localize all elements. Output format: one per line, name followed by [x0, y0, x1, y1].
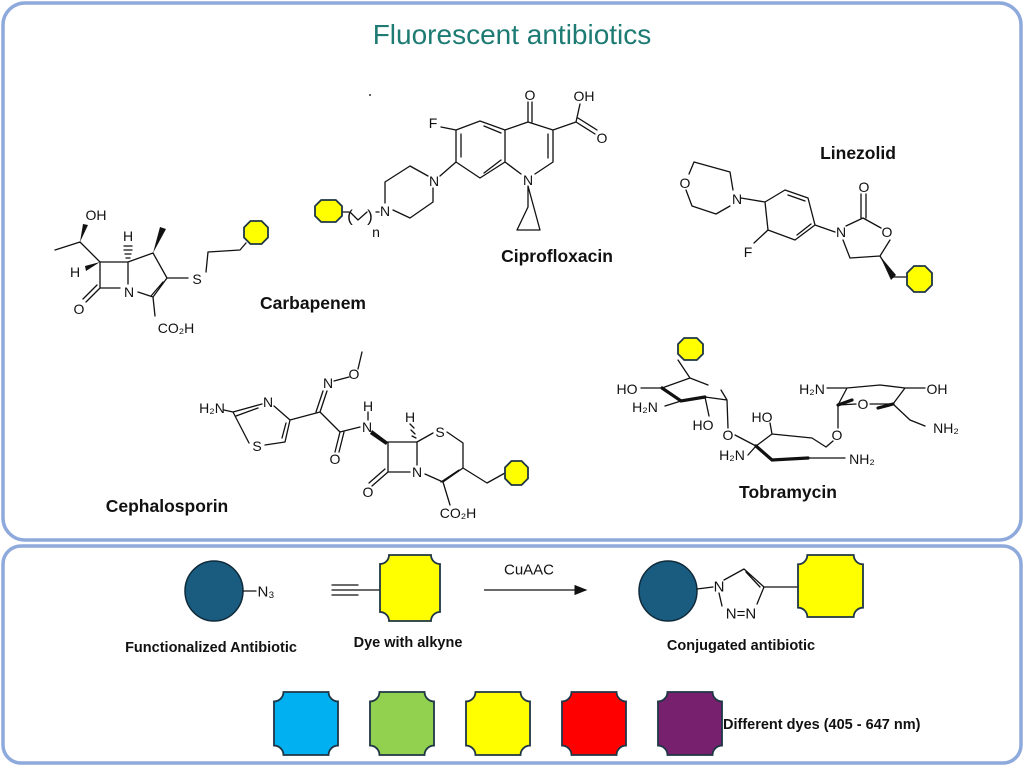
atom-label: N — [380, 203, 390, 219]
tobramycin-label: Tobramycin — [739, 482, 837, 502]
dye-icon — [314, 199, 343, 223]
figure-title: Fluorescent antibiotics — [373, 19, 652, 50]
atom-label: HO — [752, 409, 773, 425]
antibiotic-circle-icon — [638, 560, 698, 622]
carbapenem-structure: OH H H O N S CO₂H — [54, 207, 269, 336]
atom-label: N — [412, 464, 422, 480]
linezolid-label: Linezolid — [820, 143, 896, 163]
atom-label: S — [192, 271, 201, 287]
atom-label: O — [859, 179, 870, 195]
atom-label: O — [525, 87, 536, 103]
atom-label: NH₂ — [849, 451, 875, 467]
atom-label: N — [732, 191, 742, 207]
atom-label: n — [372, 224, 380, 240]
cephalosporin-label: Cephalosporin — [106, 496, 229, 516]
atom-label: NH₂ — [933, 420, 959, 436]
dye-icon — [379, 554, 441, 622]
atom-label: O — [330, 451, 341, 467]
atom-label: ( — [347, 207, 353, 226]
atom-label: OH — [86, 207, 107, 223]
atom-label: H₂N — [719, 447, 745, 463]
atom-label: O — [363, 484, 374, 500]
atom-label: HO — [693, 417, 714, 433]
atom-label: O — [832, 427, 843, 443]
atom-label: H₂N — [199, 400, 225, 416]
alkyne-icon — [331, 584, 381, 596]
dye-red-icon — [561, 691, 627, 756]
ciprofloxacin-label: Ciprofloxacin — [501, 246, 613, 266]
dye-blue-icon — [273, 691, 339, 756]
atom-label: H — [123, 228, 133, 244]
atom-label: N — [323, 375, 333, 391]
atom-label: N — [836, 224, 846, 240]
triazole-n23-label: N=N — [726, 606, 756, 623]
atom-label: HO — [617, 381, 638, 397]
atom-label: O — [680, 175, 691, 191]
antibiotic-circle-icon — [184, 560, 244, 622]
atom-label: ) — [367, 207, 373, 226]
tobramycin-structure: HO H₂N HO O HO H₂N NH₂ O H₂N O OH NH₂ — [617, 337, 959, 467]
dye-with-alkyne-label: Dye with alkyne — [354, 635, 463, 651]
atom-label: H₂N — [799, 381, 825, 397]
bottom-panel — [1, 544, 1023, 765]
atom-label: N — [263, 394, 273, 410]
atom-label: CO₂H — [440, 505, 477, 521]
atom-label: H — [405, 409, 415, 425]
azide-label: N₃ — [258, 584, 275, 601]
atom-label: OH — [574, 88, 595, 104]
atom-label: H — [363, 398, 373, 414]
triazole-n1-label: N — [714, 579, 725, 596]
atom-label: OH — [927, 381, 948, 397]
atom-label: O — [74, 301, 85, 317]
dye-icon — [677, 337, 704, 361]
dye-icon — [243, 220, 269, 245]
cephalosporin-structure: H₂N N S N O O N H H S N O CO₂H — [199, 351, 529, 521]
atom-label: O — [349, 366, 360, 382]
atom-label: N — [429, 173, 439, 189]
atom-label: F — [744, 244, 753, 260]
atom-label: O — [882, 224, 893, 240]
atom-label: S — [435, 424, 444, 440]
atom-label: N — [523, 172, 533, 188]
carbapenem-label: Carbapenem — [260, 293, 366, 313]
atom-label: O — [858, 396, 869, 412]
atom-label: O — [597, 130, 608, 146]
atom-label: CO₂H — [158, 320, 195, 336]
atom-label: N — [362, 419, 372, 435]
atom-label: N — [124, 284, 134, 300]
stray-dot — [369, 94, 371, 96]
dye-icon — [504, 460, 529, 486]
functionalized-antibiotic-label: Functionalized Antibiotic — [125, 640, 297, 656]
reaction-scheme: N₃ CuAAC N N=N Functionalized Antibiotic… — [125, 554, 864, 656]
atom-label: S — [252, 438, 261, 454]
dye-icon — [797, 554, 864, 618]
catalyst-label: CuAAC — [504, 562, 554, 579]
dye-palette: Different dyes (405 - 647 nm) — [273, 691, 921, 756]
ciprofloxacin-structure: F O OH O N N N ( ) n — [314, 87, 608, 240]
atom-label: H₂N — [632, 399, 658, 415]
different-dyes-label: Different dyes (405 - 647 nm) — [723, 717, 921, 733]
atom-label: H — [70, 264, 80, 280]
dye-icon — [906, 265, 933, 293]
atom-label: F — [429, 115, 438, 131]
dye-purple-icon — [657, 691, 723, 756]
dye-green-icon — [369, 691, 435, 756]
conjugated-antibiotic-label: Conjugated antibiotic — [667, 638, 815, 654]
dye-yellow-icon — [465, 691, 531, 756]
linezolid-structure: O N F N O O — [680, 161, 933, 293]
atom-label: O — [723, 427, 734, 443]
